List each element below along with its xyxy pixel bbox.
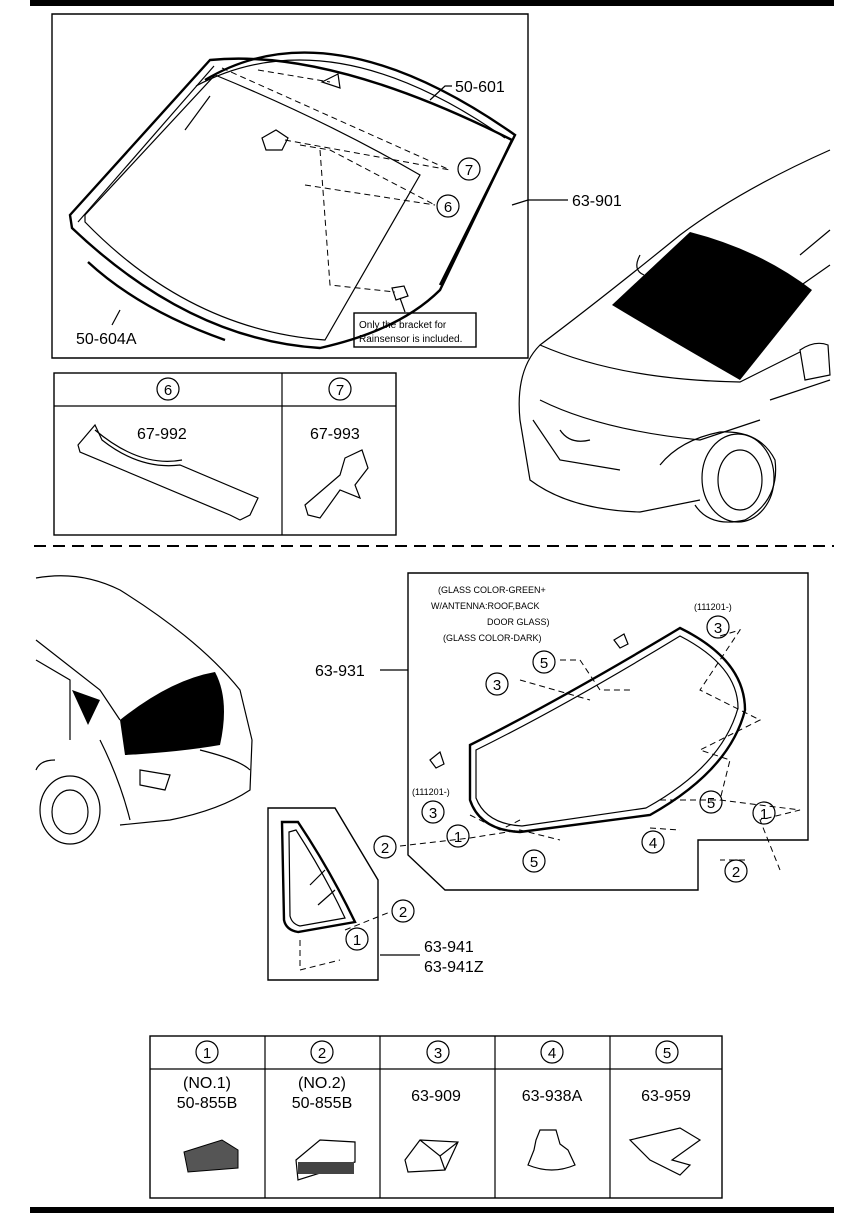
- bg-callout-a: 3: [714, 620, 722, 637]
- ft-sub-1: (NO.1): [183, 1075, 231, 1092]
- ft-part-2: 50-855B: [292, 1095, 353, 1112]
- quarter-glass-panel: [267, 807, 420, 981]
- quarter-glass-drawing: [280, 820, 357, 934]
- fasteners-table: [149, 1035, 723, 1199]
- svg-text:6: 6: [444, 199, 452, 216]
- windshield-parts-table: [53, 372, 397, 536]
- car-front-illustration: [518, 149, 831, 523]
- windshield-glass-drawing: [68, 57, 514, 350]
- glass-note-line-3: DOOR GLASS): [487, 617, 550, 627]
- qg-callout-2: 2: [399, 904, 407, 921]
- ft-callout-3: 3: [434, 1045, 442, 1062]
- table-part-67-992: 67-992: [137, 426, 187, 443]
- ft-part-1: 50-855B: [177, 1095, 238, 1112]
- car-rear-illustration: [35, 575, 253, 845]
- bg-callout-b: 5: [540, 655, 548, 672]
- bottom-border: [30, 1207, 834, 1213]
- back-glass-callouts: [373, 615, 776, 883]
- ft-sub-2: (NO.2): [298, 1075, 346, 1092]
- quarter-part-label-1: 63-941: [424, 939, 474, 956]
- bg-callout-k: 2: [732, 864, 740, 881]
- back-glass-part-label: 63-931: [315, 663, 365, 680]
- date-code-top: (111201-): [694, 602, 732, 612]
- ft-part-3: 63-909: [411, 1088, 461, 1105]
- table-callout-6: 6: [164, 382, 172, 399]
- mirror-bracket-drawing: [261, 129, 289, 151]
- bg-callout-f: 2: [381, 840, 389, 857]
- ft-part-4: 63-938A: [522, 1088, 583, 1105]
- table-callout-7: 7: [336, 382, 344, 399]
- windshield-molding-drawing: [204, 51, 517, 286]
- ft-callout-4: 4: [548, 1045, 556, 1062]
- windshield-panel: [51, 13, 568, 359]
- callout-6-windshield: 6: [436, 194, 460, 218]
- windshield-part-label: 50-601: [455, 79, 505, 96]
- stopper-drawing: [404, 1139, 459, 1173]
- svg-text:7: 7: [465, 162, 473, 179]
- molding-part-label: 50-604A: [76, 331, 137, 348]
- ft-callout-1: 1: [203, 1045, 211, 1062]
- clip-drawing: [527, 1129, 576, 1171]
- note-line-2: Rainsensor is included.: [359, 334, 462, 345]
- note-line-1: Only the bracket for: [359, 320, 447, 331]
- windshield-highlight: [612, 232, 812, 380]
- bg-callout-j: 1: [760, 806, 768, 823]
- rear-glass-highlight: [120, 672, 224, 755]
- bg-callout-d: 3: [429, 805, 437, 822]
- windshield-assembly-label: 63-901: [572, 193, 622, 210]
- glass-note-line-4: (GLASS COLOR-DARK): [443, 633, 542, 643]
- rain-sensor-bracket-drawing: [391, 285, 409, 301]
- lower-molding-drawing: [87, 261, 226, 342]
- bg-callout-h: 4: [649, 835, 657, 852]
- bg-callout-g: 5: [530, 854, 538, 871]
- bg-callout-i: 5: [707, 795, 715, 812]
- spacer-no1-drawing: [183, 1139, 239, 1173]
- date-code-left: (111201-): [412, 787, 450, 797]
- fastener-drawing: [628, 1127, 702, 1176]
- top-border: [30, 0, 834, 6]
- sensor-cover-drawing: [320, 73, 341, 89]
- ft-callout-5: 5: [663, 1045, 671, 1062]
- back-glass-drawing: [468, 626, 747, 834]
- quarter-part-label-2: 63-941Z: [424, 959, 484, 976]
- table-part-67-993: 67-993: [310, 426, 360, 443]
- back-glass-panel: [380, 572, 809, 891]
- quarter-callouts: [345, 899, 415, 951]
- bg-callout-c: 3: [493, 677, 501, 694]
- ft-callout-2: 2: [318, 1045, 326, 1062]
- callout-7-windshield: 7: [457, 157, 481, 181]
- glass-note-line-1: (GLASS COLOR-GREEN+: [438, 585, 546, 595]
- spacer-no2-drawing: [295, 1139, 356, 1181]
- ft-part-5: 63-959: [641, 1088, 691, 1105]
- bg-callout-e: 1: [454, 829, 462, 846]
- glass-note-line-2: W/ANTENNA:ROOF,BACK: [431, 601, 540, 611]
- qg-callout-1: 1: [353, 932, 361, 949]
- part-67-993-drawing: [304, 449, 369, 519]
- part-67-992-drawing: [77, 423, 259, 521]
